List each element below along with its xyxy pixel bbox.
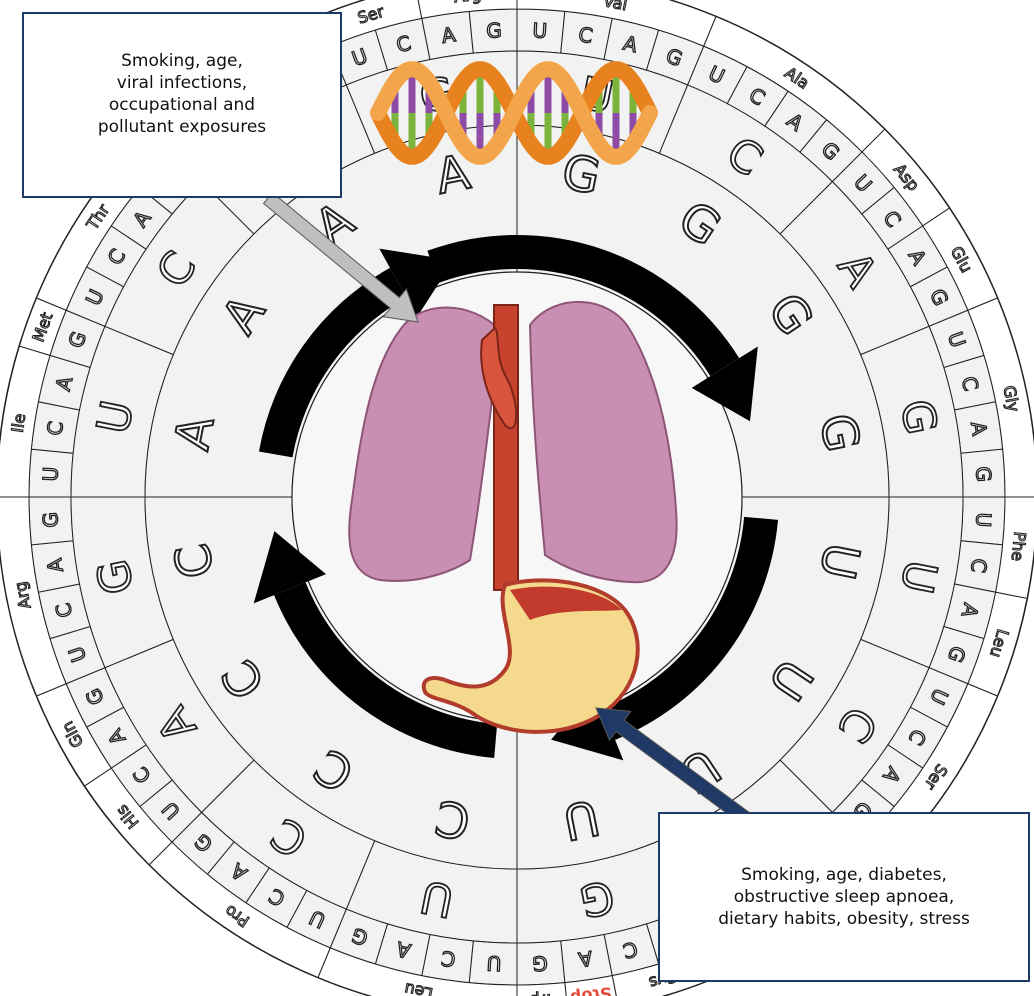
outer-ring-letter: U <box>486 951 502 976</box>
outer-ring-letter: U <box>38 466 63 482</box>
callout-lung-risk-factors: Smoking, age, viral infections, occupati… <box>22 12 342 198</box>
amino-acid-label: Phe <box>1008 531 1030 562</box>
callout-top-line: Smoking, age, <box>98 50 266 72</box>
callout-bottom-line: obstructive sleep apnoea, <box>718 886 970 908</box>
outer-ring-letter: G <box>486 18 503 43</box>
outer-ring-letter: G <box>38 512 63 529</box>
outer-ring-letter: U <box>532 18 548 43</box>
callout-top-line: occupational and <box>98 94 266 116</box>
callout-top-line: viral infections, <box>98 72 266 94</box>
outer-ring-letter: G <box>971 466 996 483</box>
amino-acid-label: Ile <box>8 412 30 434</box>
callout-bottom-line: dietary habits, obesity, stress <box>718 908 970 930</box>
outer-ring-letter: U <box>971 512 996 528</box>
outer-ring-letter: G <box>532 951 549 976</box>
callout-stomach-risk-factors: Smoking, age, diabetes, obstructive slee… <box>658 812 1030 982</box>
callout-bottom-line: Smoking, age, diabetes, <box>718 864 970 886</box>
callout-top-line: pollutant exposures <box>98 116 266 138</box>
